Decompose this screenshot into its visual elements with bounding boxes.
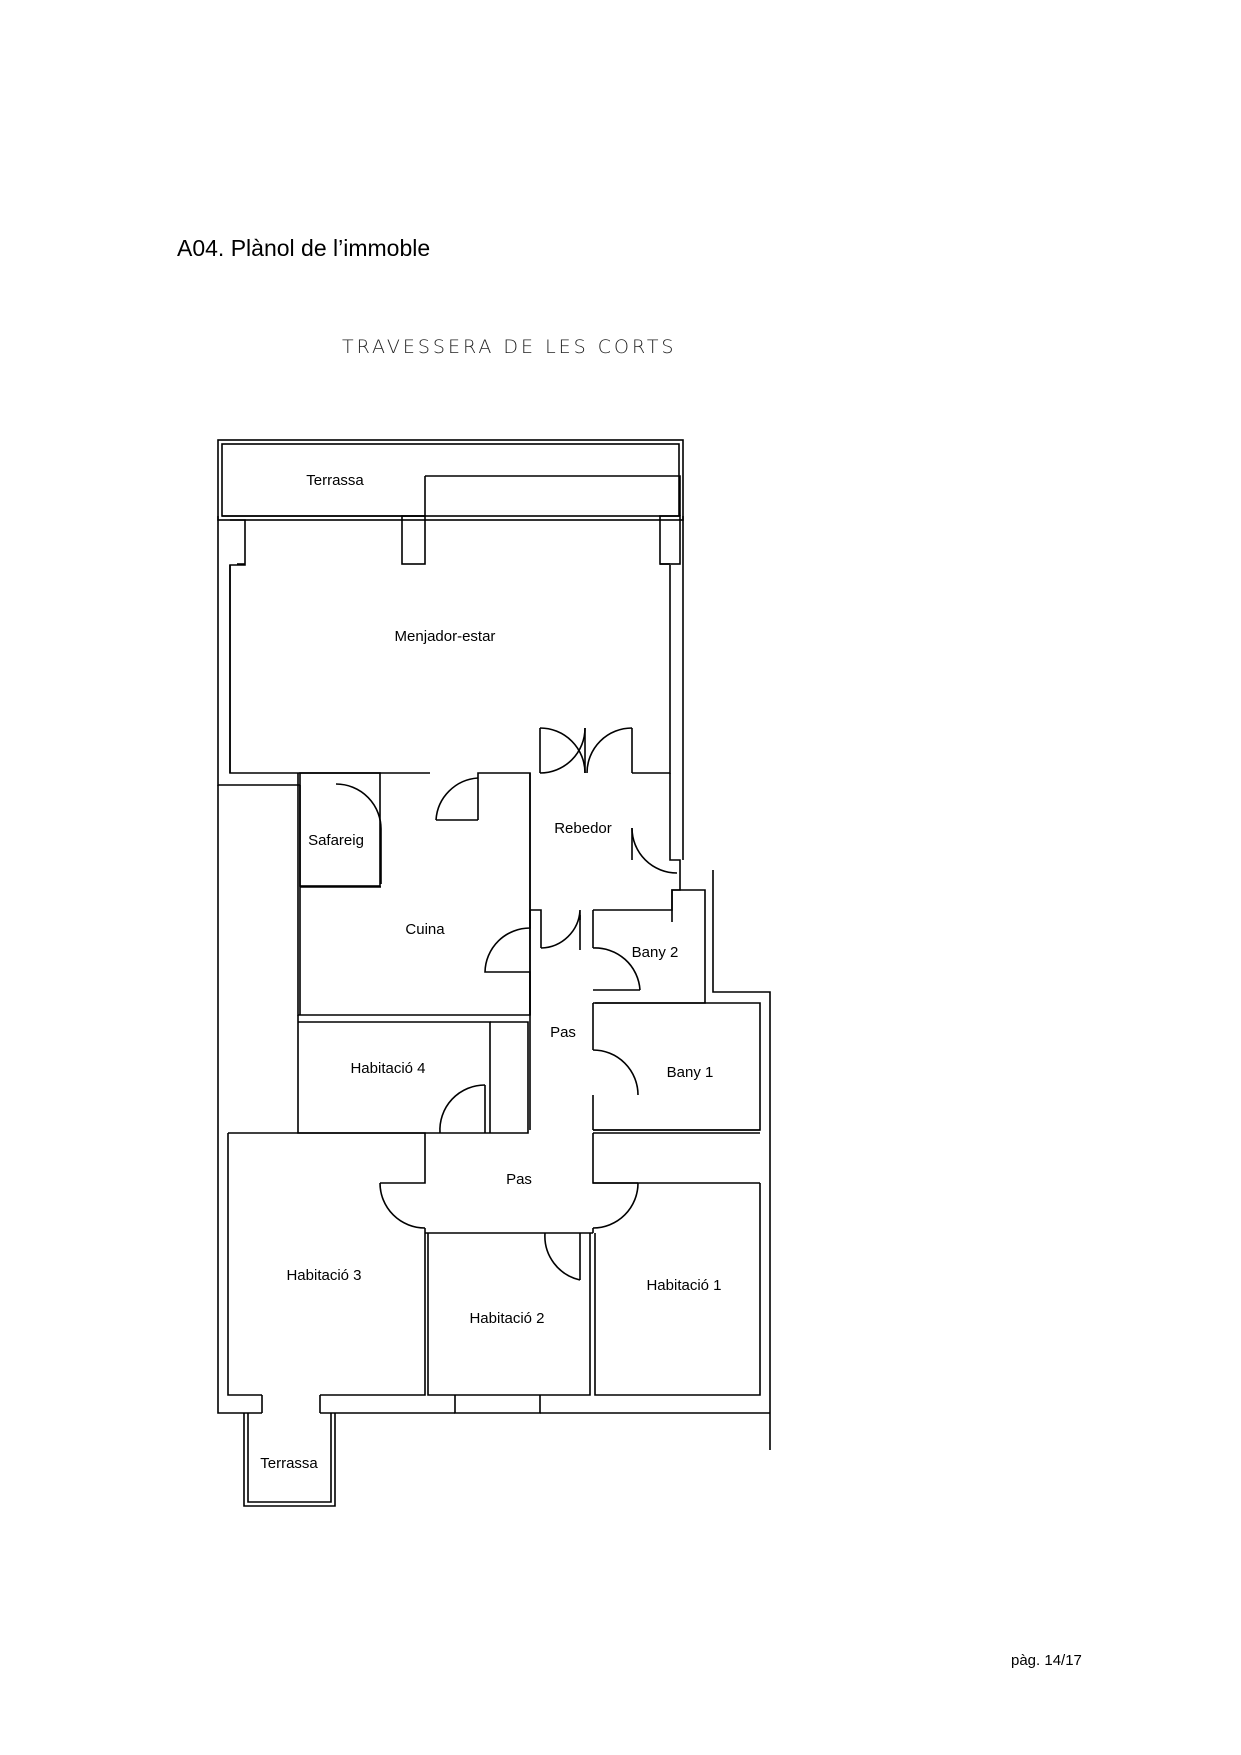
kitchen-walls	[297, 772, 531, 1016]
room-label-rebedor: Rebedor	[554, 820, 612, 837]
living-room-doors	[539, 727, 633, 774]
room-label-terrassa-bottom: Terrassa	[260, 1455, 318, 1472]
room-label-habitacio-2: Habitació 2	[469, 1310, 545, 1327]
street-name-label: TRAVESSERA DE LES CORTS	[342, 336, 677, 358]
bedroom-2-walls	[427, 1233, 770, 1414]
room-label-bany-1: Bany 1	[666, 1064, 714, 1081]
room-label-habitacio-4: Habitació 4	[350, 1060, 426, 1077]
room-label-menjador-estar: Menjador-estar	[394, 628, 496, 645]
bottom-terrace-outline	[243, 1413, 336, 1507]
room-label-pas-upper: Pas	[550, 1024, 576, 1041]
top-terrace-outline	[217, 439, 684, 521]
bathroom-2-walls	[592, 870, 771, 1450]
bedroom-1-walls	[594, 1183, 761, 1396]
bathroom-1-walls	[593, 1129, 760, 1134]
room-label-habitacio-1: Habitació 1	[646, 1277, 722, 1294]
living-room-walls	[217, 475, 684, 860]
room-label-habitacio-3: Habitació 3	[286, 1267, 362, 1284]
entry-hall-walls	[529, 773, 681, 1015]
page-heading: A04. Plànol de l’immoble	[177, 235, 431, 261]
room-label-terrassa-top: Terrassa	[306, 472, 364, 489]
lower-hall-walls	[228, 1132, 760, 1281]
room-label-pas-lower: Pas	[506, 1171, 532, 1188]
page-number: pàg. 14/17	[1011, 1652, 1082, 1669]
room-label-cuina: Cuina	[405, 921, 445, 938]
corridor-walls	[529, 1002, 761, 1131]
room-label-safareig: Safareig	[308, 832, 364, 849]
room-label-bany-2: Bany 2	[631, 944, 679, 961]
